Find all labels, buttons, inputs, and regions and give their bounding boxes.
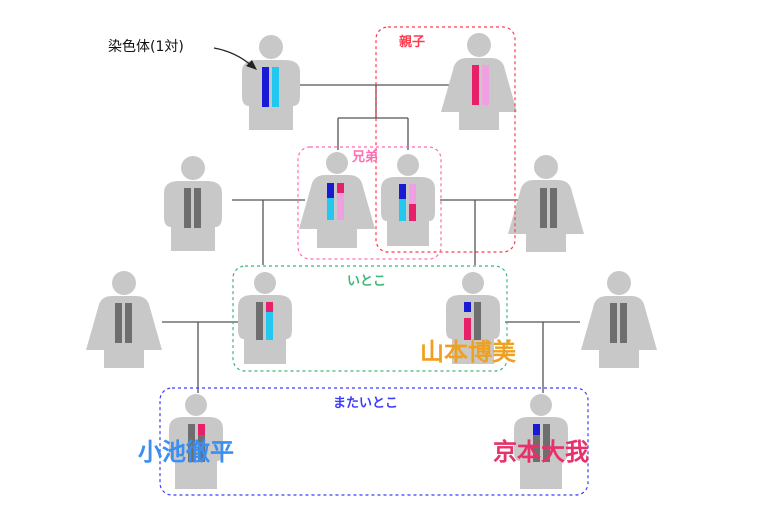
left-inlaw-figure [164,156,222,251]
right-inlaw-chromosome-a [540,188,547,228]
cousin-right-chromosome-red [464,318,471,340]
second-cousin-right-chromosome-blue [533,424,540,435]
far-left-inlaw-body [86,296,162,368]
name-yamamoto-hiromi: 山本博美 [420,338,516,366]
second-cousin-left-chromosome-red [198,424,205,435]
name-koike-teppei: 小池徹平 [138,438,234,466]
cousins-box [232,265,508,372]
grandfather-chromosome-cyan [272,67,279,107]
grandmother-chromosome-pink [482,65,489,105]
cousin-right-body [446,295,500,364]
sibling-sister-chromosome-pink [337,193,344,220]
sibling-sister-figure [299,152,375,248]
second-cousin-right-chromosome-gray [533,435,540,462]
parent-child-box [375,26,516,253]
relationship-boxes [159,26,589,496]
second-cousin-left-figure [169,394,223,489]
sibling-brother-figure [381,154,435,246]
cousin-left-head [254,272,276,294]
grandfather-head [259,35,283,59]
second-cousin-left-chromosome-gray2 [198,435,205,462]
cousin-left-chromosome-red [266,302,273,312]
grandfather-chromosome-blue [262,67,269,107]
siblings-box [297,146,442,260]
sibling-brother-body [381,177,435,246]
second-cousin-left-body [169,417,223,489]
second-cousin-left-chromosome-gray [188,424,195,462]
cousin-left-chromosome-gray [256,302,263,340]
far-right-inlaw-chromosome-a [610,303,617,343]
second-cousins-box [159,387,589,496]
sibling-brother-chromosome-cyan [399,199,406,221]
left-inlaw-chromosome-a [184,188,191,228]
grandfather-body [242,60,300,130]
grandfather-figure [242,35,300,130]
sibling-brother-head [397,154,419,176]
sibling-sister-head [326,152,348,174]
far-left-inlaw-chromosome-b [125,303,132,343]
sibling-brother-chromosome-blue [399,184,406,199]
far-right-inlaw-chromosome-b [620,303,627,343]
cousin-left-chromosome-cyan [266,312,273,340]
second-cousin-right-chromosome-gray2 [543,424,550,462]
sibling-brother-chromosome-red [409,204,416,221]
far-left-inlaw-figure [86,271,162,368]
left-inlaw-head [181,156,205,180]
far-right-inlaw-body [581,296,657,368]
second-cousin-left-head [185,394,207,416]
left-inlaw-chromosome-b [194,188,201,228]
cousin-right-head [462,272,484,294]
grandmother-figure [441,33,517,130]
name-kyomoto-taiga: 京本大我 [493,438,589,466]
family-lines [162,84,580,393]
second-cousins-label: またいとこ [333,396,399,411]
parent-child-label: 親子 [399,35,426,50]
grandmother-head [467,33,491,57]
cousin-left-figure [238,272,292,364]
far-right-inlaw-figure [581,271,657,368]
grandmother-chromosome-red [472,65,479,105]
second-cousin-right-body [514,417,568,489]
second-cousin-right-figure [514,394,568,489]
cousins-label: いとこ [347,274,387,289]
siblings-label: 兄弟 [352,150,379,165]
right-inlaw-head [534,155,558,179]
far-right-inlaw-head [607,271,631,295]
pointer-arrowhead [246,60,257,70]
cousin-right-figure [446,272,500,364]
sibling-sister-chromosome-red [337,183,344,193]
chromosome-pair-label: 染色体(1対) [108,39,184,55]
right-inlaw-chromosome-b [550,188,557,228]
cousin-left-body [238,295,292,364]
right-inlaw-figure [508,155,584,252]
far-left-inlaw-head [112,271,136,295]
left-inlaw-body [164,181,222,251]
second-cousin-right-head [530,394,552,416]
far-left-inlaw-chromosome-a [115,303,122,343]
chromosome-pointer [213,47,257,70]
cousin-right-chromosome-blue [464,302,471,312]
sibling-brother-chromosome-pink [409,184,416,204]
cousin-right-chromosome-gray [474,302,481,340]
sibling-sister-chromosome-cyan [327,198,334,220]
sibling-sister-chromosome-blue [327,183,334,198]
